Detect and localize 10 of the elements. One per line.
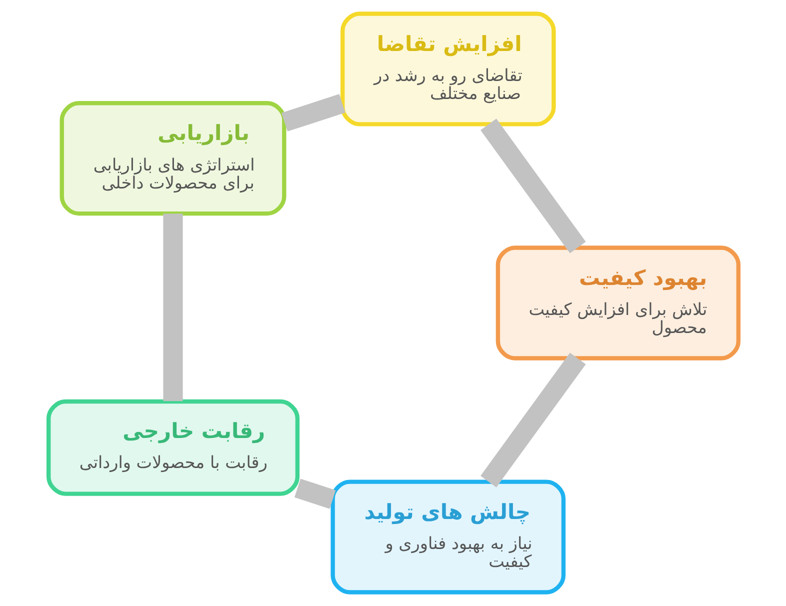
node-box: رقابت خارجی رقابت با محصولات وارداتی [46,399,300,496]
connector [480,352,586,488]
node-box: چالش های تولید نیاز به بهبود فناوری و کیفیت [330,480,566,594]
node-box: بهبود کیفیت تلاش برای افزایش کیفیت محصول [495,246,740,360]
connector [281,94,345,132]
connector [294,478,336,509]
connector [480,118,586,254]
node-box: افزایش تقاضا تقاضای رو به رشد در صنایع مختلف [340,12,556,126]
connector [162,214,182,402]
node-box: بازاریابی استراتژی های بازاریابی برای محصولات داخلی [59,101,286,216]
